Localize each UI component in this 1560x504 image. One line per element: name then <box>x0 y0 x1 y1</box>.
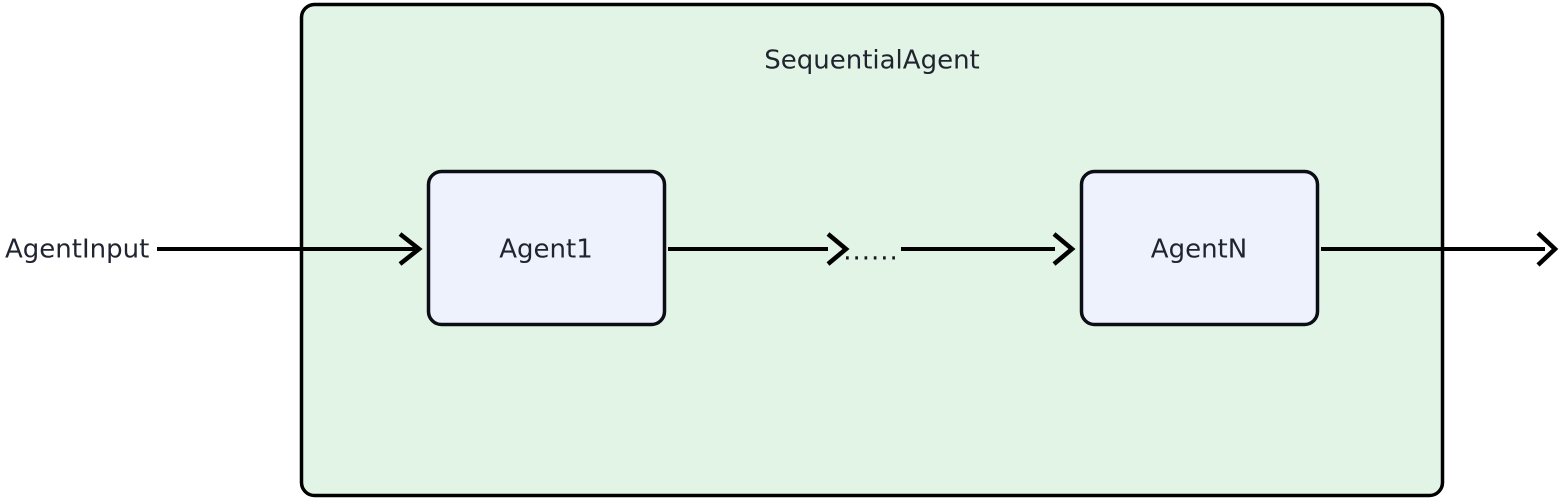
agent-input-label: AgentInput <box>5 235 149 265</box>
node-agentn-label: AgentN <box>1151 235 1247 265</box>
edge-agent1-to-ellipsis-arrowhead <box>826 232 850 266</box>
edge-input-to-agent1-arrowhead <box>398 232 423 266</box>
edge-agentn-to-output <box>1321 231 1559 267</box>
node-agent1[interactable]: Agent1 <box>426 169 667 327</box>
node-agentn-box[interactable] <box>1079 169 1320 327</box>
node-agent1-label: Agent1 <box>499 235 593 265</box>
edge-ellipsis-to-agentn-arrowhead <box>1052 232 1076 266</box>
edge-agent1-to-ellipsis <box>668 232 850 266</box>
node-agentn[interactable]: AgentN <box>1079 169 1320 327</box>
edge-input-to-agent1 <box>157 232 423 266</box>
node-agent1-box[interactable] <box>426 169 667 327</box>
ellipsis-label: ...... <box>843 237 899 267</box>
edge-ellipsis-to-agentn <box>901 232 1076 266</box>
edge-agentn-to-output-arrowhead <box>1536 231 1559 267</box>
sequential-agent-group-title: SequentialAgent <box>764 46 980 76</box>
